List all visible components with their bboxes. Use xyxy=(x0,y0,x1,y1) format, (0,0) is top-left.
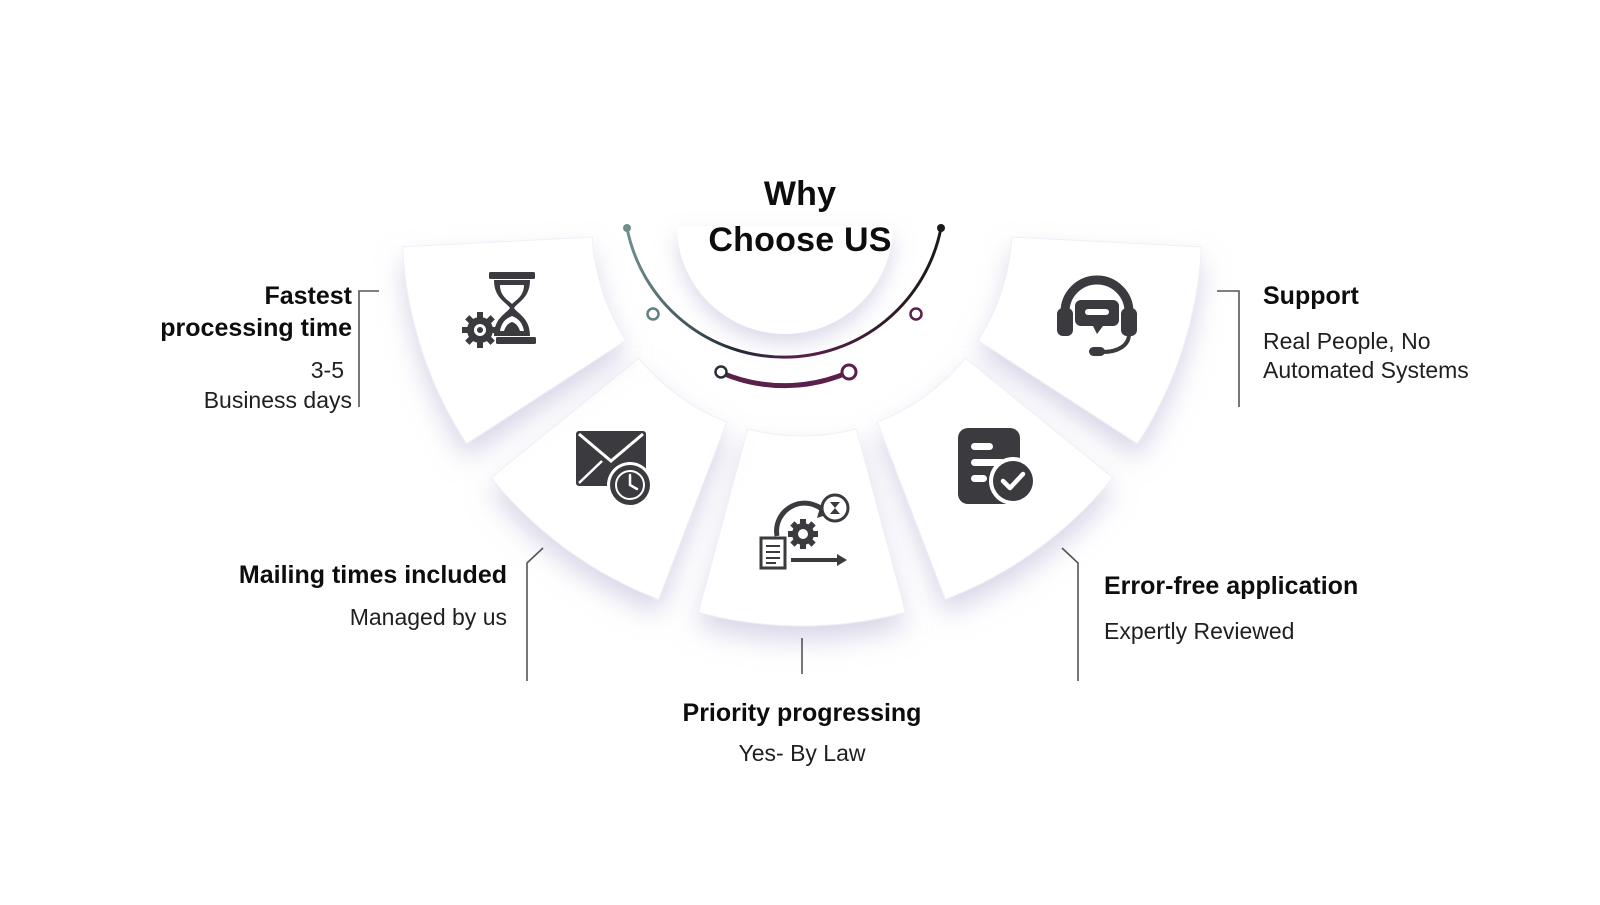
envelope-clock-icon xyxy=(576,431,653,508)
headset-chat-icon xyxy=(1057,275,1137,356)
diagram-title-line-1: Why xyxy=(763,175,837,213)
feature-title-line: processing time xyxy=(160,314,352,342)
segment-support xyxy=(977,236,1202,445)
diagram-title-line-2: Choose US xyxy=(708,221,892,259)
feature-subtitle-line: Yes- By Law xyxy=(738,740,866,766)
feature-title-line: Error-free application xyxy=(1104,572,1359,600)
feature-title-line: Mailing times included xyxy=(238,561,507,589)
decorative-arc xyxy=(623,224,945,389)
connector-mailing xyxy=(526,547,544,681)
checklist-check-icon xyxy=(958,428,1037,505)
feature-subtitle-line: Expertly Reviewed xyxy=(1104,618,1295,644)
connector-fastest xyxy=(358,290,379,407)
feature-title-line: Priority progressing xyxy=(682,699,922,727)
feature-subtitle-line: Automated Systems xyxy=(1263,357,1469,383)
feature-subtitle-line: Managed by us xyxy=(349,604,507,630)
connector-error-free xyxy=(1061,547,1079,681)
feature-subtitle-line: Business days xyxy=(203,387,352,413)
feature-subtitle-line: Real People, No xyxy=(1263,328,1431,354)
feature-subtitle-line: 3-5 xyxy=(310,357,344,383)
hourglass-gear-icon xyxy=(462,272,536,348)
feature-title-line: Fastest xyxy=(264,282,352,310)
feature-title-line: Support xyxy=(1263,282,1359,310)
connector-support xyxy=(1217,290,1240,407)
center-hub xyxy=(677,226,893,334)
